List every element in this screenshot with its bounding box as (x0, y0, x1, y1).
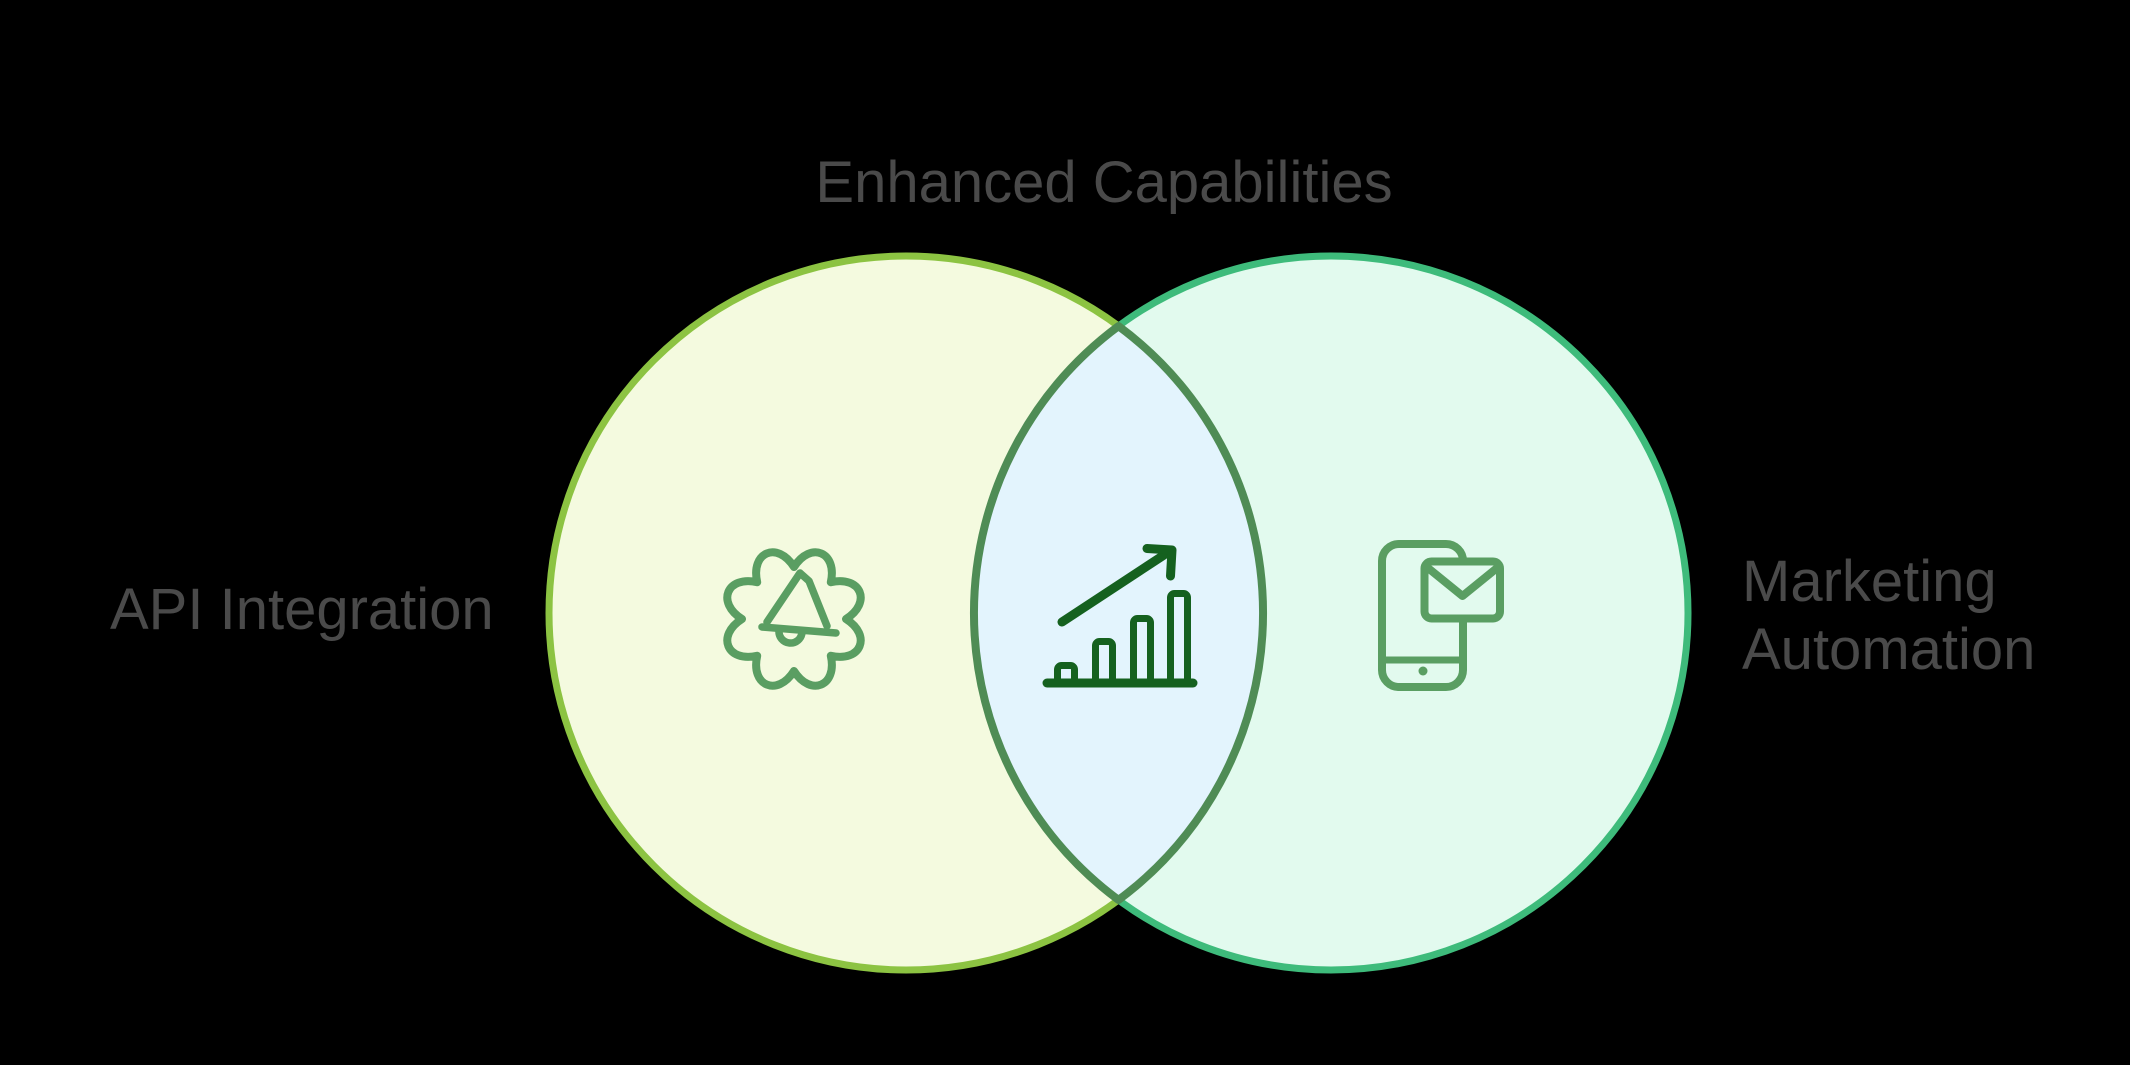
chart-arrow-shaft (1057, 550, 1169, 627)
megaphone-base-bar (758, 623, 840, 637)
gear-outline (723, 548, 865, 690)
envelope-flap (1424, 564, 1501, 600)
megaphone-cone (763, 569, 831, 630)
gear-megaphone-icon (723, 548, 865, 690)
megaphone-handle-arc (775, 626, 806, 647)
phone-email-icon (1378, 540, 1504, 691)
right-label-line-1: Marketing (1742, 549, 1997, 614)
left-circle-label: API Integration (110, 577, 494, 642)
right-label-line-2: Automation (1742, 617, 2036, 682)
phone-home-dot (1418, 666, 1428, 676)
growth-chart-icon (1042, 544, 1198, 688)
chart-arrow-head (1142, 544, 1177, 581)
diagram-title: Enhanced Capabilities (815, 150, 1393, 215)
right-circle-label: Marketing Automation (1742, 548, 2035, 684)
intersection-lens (970, 322, 1267, 904)
